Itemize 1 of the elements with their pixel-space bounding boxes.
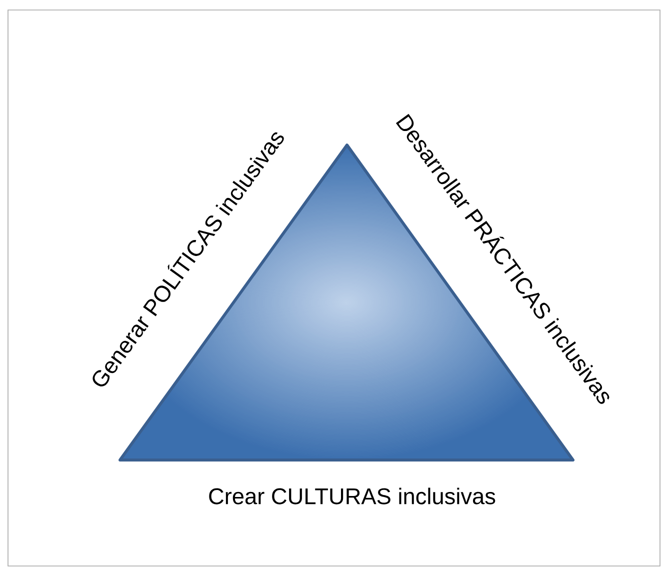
side-label: Crear CULTURAS inclusivas: [209, 488, 496, 504]
